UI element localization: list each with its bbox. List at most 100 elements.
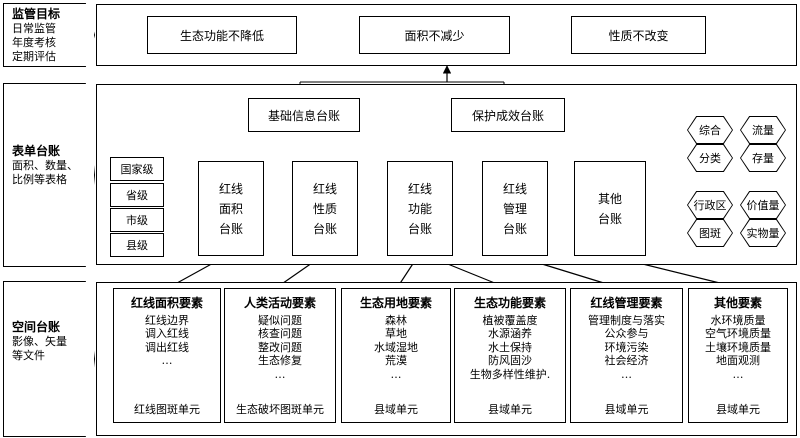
goal-box: 性质不改变 (571, 16, 706, 54)
tier-title: 表单台账 (12, 144, 61, 158)
dimension-hexagon: 分类 (687, 144, 733, 172)
spatial-element-item: 土壤环境质量 (705, 340, 771, 354)
tier-line: 面积、数量、 (12, 159, 78, 172)
spatial-element-item: 水源涵养 (488, 327, 532, 340)
basic-info-ledger-box: 基础信息台账 (248, 98, 360, 132)
tier-title: 监管目标 (12, 7, 61, 21)
ledger-line: 性质 (312, 201, 337, 216)
spatial-element-item: … (621, 367, 632, 381)
spatial-element-unit: 生态破坏图斑单元 (236, 402, 324, 416)
spatial-element-title: 其他要素 (713, 296, 762, 310)
spatial-element-title: 红线面积要素 (130, 296, 203, 310)
spatial-element-item: … (732, 367, 744, 381)
dimension-hexagon: 图斑 (687, 219, 733, 247)
spatial-element-item: 管理制度与落实 (588, 313, 665, 327)
dimension-label: 图斑 (688, 220, 732, 246)
spatial-element-item: 调出红线 (145, 340, 189, 354)
tier-line: 定期评估 (12, 50, 56, 63)
tier-line: 影像、矢量 (12, 335, 67, 348)
spatial-element-item: 水域湿地 (374, 340, 418, 354)
spatial-element-item: 生态修复 (258, 354, 302, 367)
tier-line: 比例等表格 (12, 173, 67, 186)
ledger-line: 台账 (407, 221, 432, 236)
spatial-element-box: 红线面积要素 红线边界 调入红线 调出红线 … 红线图斑单元 (113, 288, 221, 423)
spatial-element-item: 红线边界 (145, 313, 189, 327)
ledger-box: 红线 功能 台账 (387, 161, 453, 256)
spatial-element-item: … (161, 354, 173, 367)
level-box: 省级 (110, 183, 164, 207)
level-box: 县级 (110, 233, 164, 257)
spatial-element-unit: 县域单元 (488, 402, 532, 416)
spatial-element-unit: 县域单元 (604, 402, 649, 416)
spatial-element-title: 红线管理要素 (590, 296, 663, 310)
dimension-label: 流量 (741, 117, 785, 143)
spatial-element-item: 调入红线 (145, 327, 189, 340)
tier-line: 等文件 (12, 349, 45, 362)
dimension-hexagon: 实物量 (740, 219, 786, 247)
dimension-label: 实物量 (741, 220, 785, 246)
ledger-box: 红线 性质 台账 (292, 161, 358, 256)
ledger-line: 面积 (218, 201, 243, 216)
ledger-line: 管理 (502, 201, 527, 216)
dimension-hexagon: 综合 (687, 116, 733, 144)
tier-label-form-ledger: 表单台账 面积、数量、 比例等表格 (3, 83, 95, 267)
dimension-label: 综合 (688, 117, 732, 143)
spatial-element-item: 荒漠 (385, 354, 407, 367)
ledger-line: 红线 (502, 181, 527, 196)
ledger-line: 红线 (407, 181, 432, 196)
tier-label-goals: 监管目标 日常监管 年度考核 定期评估 (3, 3, 95, 67)
spatial-element-item: 地面观测 (716, 354, 760, 367)
spatial-element-item: 水环境质量 (710, 313, 766, 327)
spatial-element-item: 防风固沙 (488, 354, 532, 367)
goal-box: 生态功能不降低 (147, 16, 297, 54)
dimension-hexagon: 行政区 (687, 191, 733, 219)
ledger-box: 红线 面积 台账 (198, 161, 264, 256)
spatial-element-item: … (274, 367, 286, 381)
ledger-line: 红线 (312, 181, 337, 196)
ledger-box: 红线 管理 台账 (482, 161, 548, 256)
dimension-hexagon: 流量 (740, 116, 786, 144)
spatial-element-item: 核查问题 (258, 327, 302, 340)
spatial-element-box: 其他要素 水环境质量 空气环境质量 土壤环境质量 地面观测 … 县域单元 (688, 288, 788, 423)
ledger-line: 台账 (312, 221, 337, 236)
dimension-hexagon: 存量 (740, 144, 786, 172)
dimension-label: 行政区 (688, 192, 732, 218)
ledger-line: 其他 (597, 191, 622, 206)
spatial-element-item: 疑似问题 (258, 313, 302, 327)
level-box: 国家级 (110, 157, 164, 181)
spatial-element-unit: 县域单元 (716, 402, 760, 416)
dimension-label: 价值量 (741, 192, 785, 218)
tier-label-spatial-ledger: 空间台账 影像、矢量 等文件 (3, 281, 95, 437)
ledger-line: 红线 (218, 181, 243, 196)
spatial-element-item: 森林 (385, 313, 407, 327)
spatial-element-item: 植被覆盖度 (482, 313, 538, 327)
spatial-element-title: 生态用地要素 (359, 296, 432, 310)
spatial-element-box: 生态功能要素 植被覆盖度 水源涵养 水土保持 防风固沙 生物多样性维护. 县域单… (454, 288, 566, 423)
spatial-element-item: 空气环境质量 (705, 327, 771, 340)
spatial-element-item: 生物多样性维护. (469, 367, 551, 381)
dimension-hexagon: 价值量 (740, 191, 786, 219)
spatial-element-unit: 红线图斑单元 (134, 402, 200, 416)
goal-box: 面积不减少 (359, 16, 510, 54)
spatial-element-item: 公众参与 (604, 327, 649, 340)
ledger-line: 台账 (218, 221, 243, 236)
spatial-element-box: 生态用地要素 森林 草地 水域湿地 荒漠 … 县域单元 (341, 288, 451, 423)
spatial-element-item: 草地 (385, 327, 407, 340)
dimension-label: 分类 (688, 145, 732, 171)
spatial-element-title: 生态功能要素 (473, 296, 546, 310)
ledger-line: 台账 (597, 211, 622, 226)
spatial-element-item: … (390, 367, 402, 381)
dimension-label: 存量 (741, 145, 785, 171)
spatial-element-unit: 县域单元 (374, 402, 418, 416)
spatial-element-item: 社会经济 (604, 354, 649, 367)
spatial-element-box: 红线管理要素 管理制度与落实 公众参与 环境污染 社会经济 … 县域单元 (570, 288, 683, 423)
ledger-box: 其他 台账 (574, 161, 646, 256)
level-box: 市级 (110, 208, 164, 232)
ledger-line: 台账 (502, 221, 527, 236)
tier-line: 年度考核 (12, 36, 56, 49)
tier-title: 空间台账 (12, 320, 61, 334)
spatial-element-title: 人类活动要素 (243, 296, 316, 310)
spatial-element-item: 整改问题 (258, 340, 302, 354)
spatial-element-item: 环境污染 (604, 340, 649, 354)
